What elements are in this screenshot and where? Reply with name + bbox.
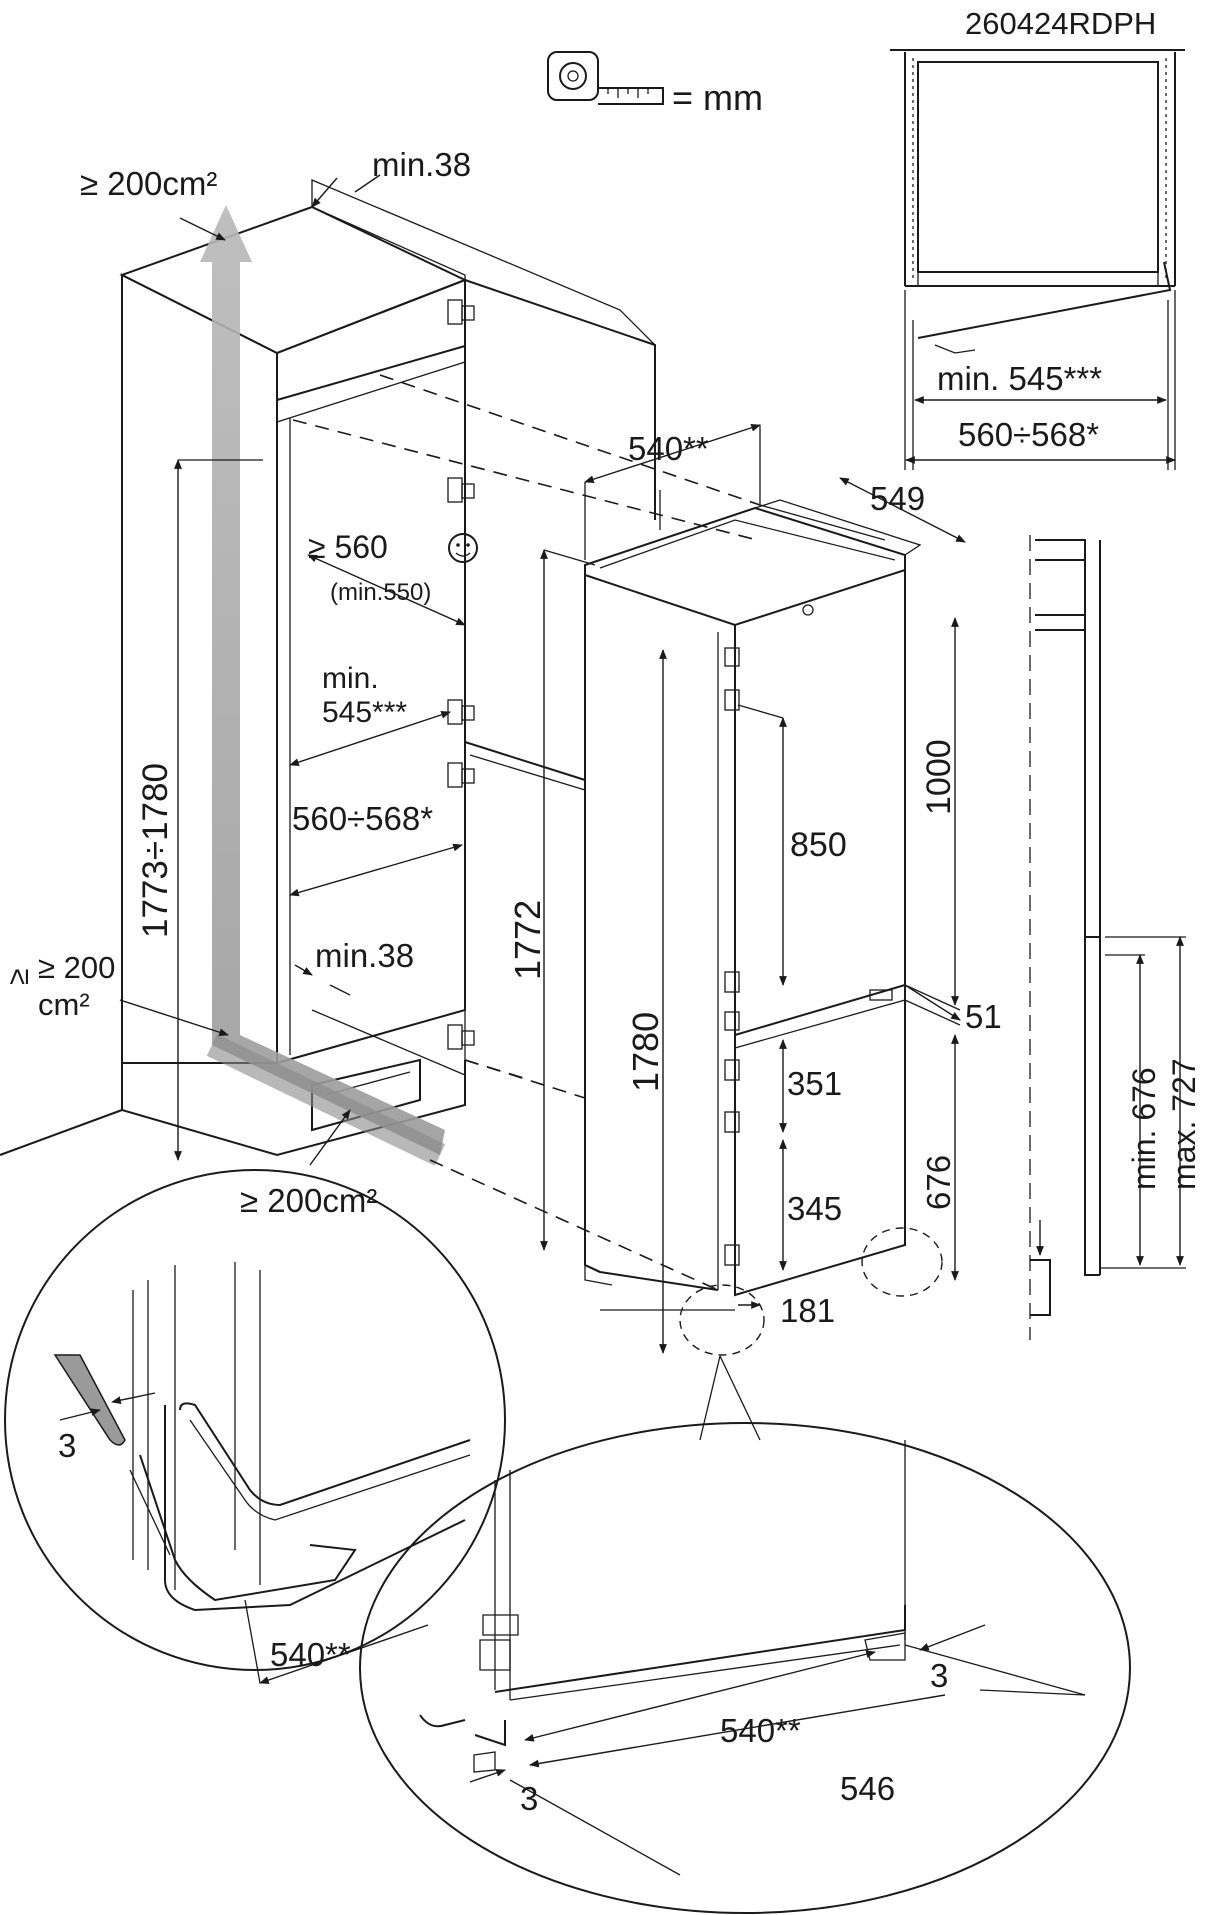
side-max-height: max. 727 (1166, 1058, 1202, 1190)
smiley-icon (448, 533, 478, 563)
app-lower-door: 676 (920, 1155, 957, 1210)
niche-width-min-2: 545*** (322, 696, 407, 729)
app-upper-hinge: 850 (790, 826, 847, 864)
vent-side-2: cm² (38, 987, 90, 1022)
niche-gap-bottom: min.38 (315, 937, 414, 974)
unit-note: = mm (672, 77, 763, 118)
vent-side-sym: ≥ (2, 969, 35, 985)
niche-width-min-1: min. (322, 662, 379, 695)
plan-range-width: 560÷568* (958, 416, 1099, 453)
niche-depth-main: ≥ 560 (308, 529, 388, 565)
app-lower-hinge-1: 351 (787, 1065, 842, 1102)
app-height-1780: 1780 (625, 1012, 666, 1092)
side-min-height: min. 676 (1126, 1067, 1162, 1190)
niche-height-range: 1773÷1780 (136, 763, 175, 938)
app-depth-540: 540** (628, 430, 709, 467)
detail-right-gap-left: 3 (520, 1780, 538, 1817)
niche-depth-sub: (min.550) (330, 579, 431, 606)
plan-min-width: min. 545*** (937, 360, 1102, 397)
detail-callout-right (861, 1227, 943, 1297)
app-base-181: 181 (780, 1292, 835, 1329)
airflow-arrow (200, 205, 446, 1166)
detail-right (359, 1422, 1131, 1914)
app-height-1772: 1772 (507, 900, 548, 980)
detail-right-depth: 540** (720, 1712, 801, 1749)
top-plan-view (890, 49, 1185, 470)
vent-top: ≥ 200cm² (80, 165, 217, 202)
detail-left (4, 1169, 506, 1684)
vent-bottom: ≥ 200cm² (240, 1182, 377, 1219)
detail-right-total: 546 (840, 1770, 895, 1807)
tape-measure-icon (547, 51, 664, 105)
niche-width-range: 560÷568* (292, 800, 433, 837)
niche-gap-top: min.38 (372, 146, 471, 183)
app-lower-hinge-2: 345 (787, 1190, 842, 1227)
appliance-body (584, 499, 922, 1297)
vent-side-1: ≥ 200 (38, 950, 115, 985)
app-upper-door: 1000 (920, 739, 958, 815)
detail-right-gap-right: 3 (930, 1657, 948, 1694)
detail-callout-left (679, 1284, 765, 1356)
side-elevation (1029, 535, 1101, 1340)
projection-lines (292, 374, 761, 1291)
detail-left-depth: 540** (270, 1636, 351, 1673)
app-gap-51: 51 (965, 998, 1002, 1035)
model-code: 260424RDPH (965, 6, 1156, 41)
app-width-549: 549 (870, 480, 925, 517)
detail-left-gap: 3 (58, 1427, 76, 1464)
